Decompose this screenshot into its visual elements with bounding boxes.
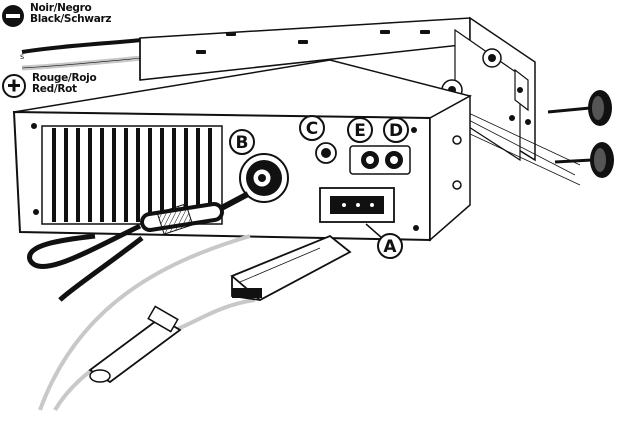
negative-terminal-icon	[2, 5, 24, 27]
positive-wire-label-line2: Red/Rot	[32, 83, 77, 95]
callout-d: D	[383, 117, 409, 143]
positive-wire-label-line1: Rouge/Rojo	[32, 72, 97, 84]
callout-c-label: C	[306, 119, 318, 139]
callout-e-label: E	[354, 121, 366, 141]
power-plug	[230, 234, 352, 302]
power-socket	[319, 187, 395, 223]
callout-e: E	[347, 117, 373, 143]
callout-b: B	[229, 129, 255, 155]
callout-c: C	[299, 115, 325, 141]
jack-pair-ed	[349, 145, 411, 175]
positive-terminal-icon	[2, 74, 26, 98]
power-wires: s	[20, 38, 143, 71]
negative-wire-label-line1: Noir/Negro	[30, 2, 92, 14]
callout-a-label: A	[383, 237, 397, 257]
positive-wire-label: Rouge/Rojo Red/Rot	[32, 72, 97, 95]
antenna-socket	[239, 153, 289, 203]
svg-text:s: s	[20, 52, 24, 61]
inline-fuse-holder	[88, 305, 182, 384]
callout-b-label: B	[236, 133, 249, 153]
antenna-cable	[27, 191, 250, 302]
power-cable	[38, 234, 256, 412]
jack-c	[315, 142, 337, 164]
negative-wire-label: Noir/Negro Black/Schwarz	[30, 3, 111, 25]
callout-d-label: D	[389, 121, 403, 141]
callout-a: A	[365, 223, 403, 259]
mounting-knob-upper	[547, 90, 612, 126]
negative-wire-label-line2: Black/Schwarz	[30, 13, 112, 25]
mounting-knob-lower	[554, 142, 614, 178]
